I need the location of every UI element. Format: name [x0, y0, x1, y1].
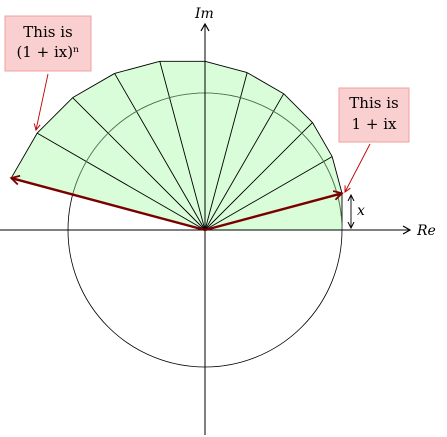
- fan-outer-edge: [312, 122, 333, 157]
- base-callout-box: [338, 87, 410, 143]
- base-callout: This is 1 + ix: [338, 87, 410, 192]
- fan-spoke: [204, 156, 333, 231]
- fan-spoke: [204, 93, 285, 231]
- x-label: x: [357, 203, 365, 219]
- power-callout-line2: (1 + ix)ⁿ: [16, 43, 79, 61]
- fan-outer-edge: [36, 97, 73, 134]
- fan-outer-edge: [114, 60, 160, 74]
- fan-spoke: [204, 122, 313, 231]
- real-axis-label: Re: [416, 223, 436, 239]
- inner-arc: [72, 92, 343, 231]
- power-fan: [10, 60, 343, 231]
- fan-spoke: [159, 61, 206, 231]
- power-callout-pointer: [36, 73, 49, 130]
- fan-outer-edge: [72, 73, 115, 99]
- fan-fill: [11, 61, 342, 231]
- fan-outer-edge: [10, 132, 38, 179]
- base-callout-line1: This is: [349, 94, 398, 112]
- fan-spoke: [36, 132, 206, 231]
- power-vector-arrow: [9, 174, 206, 232]
- base-callout-pointer: [345, 143, 371, 192]
- fan-outer-edge: [204, 60, 248, 74]
- power-callout-box: [4, 15, 92, 72]
- power-callout-line1: This is: [23, 23, 72, 41]
- imaginary-axis-label: Im: [194, 6, 214, 22]
- base-callout-line2: 1 + ix: [352, 115, 397, 133]
- fan-outer-edge: [246, 72, 284, 95]
- base-vector-arrow: [204, 190, 344, 232]
- fan-outer-edge: [331, 156, 343, 194]
- fan-outer-edge: [283, 93, 313, 123]
- power-callout: This is (1 + ix)ⁿ: [4, 15, 92, 130]
- fan-spoke: [114, 73, 206, 231]
- fan-spoke: [72, 97, 206, 231]
- fan-spoke: [204, 72, 248, 231]
